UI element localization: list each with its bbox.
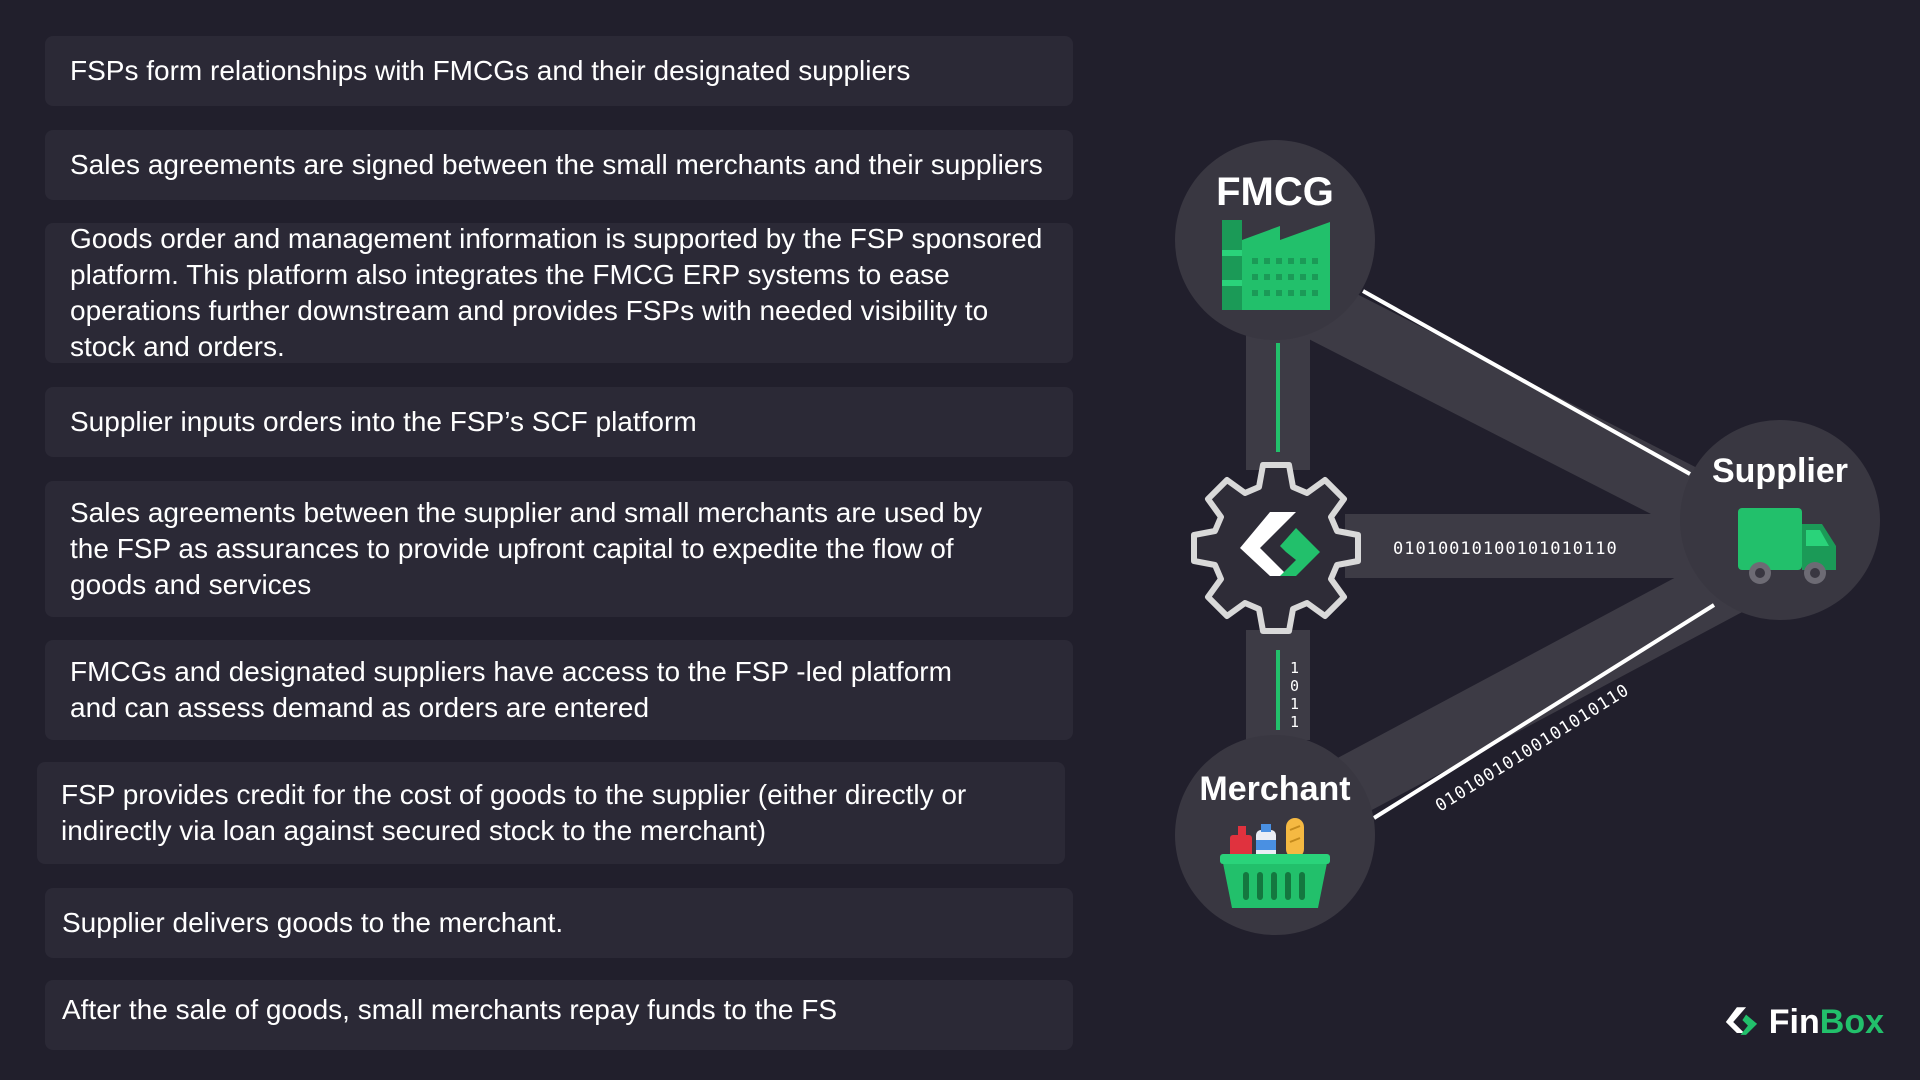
node-fmcg-label: FMCG (1216, 170, 1334, 214)
step-text: Sales agreements are signed between the … (70, 149, 1043, 180)
grocery-basket-icon (1220, 818, 1330, 908)
step-text: Supplier delivers goods to the merchant. (62, 907, 564, 938)
brand-name: FinBox (1769, 1003, 1884, 1042)
step-text: Sales agreements between the supplier an… (70, 497, 983, 600)
delivery-truck-icon (1738, 508, 1836, 584)
step-card: FMCGs and designated suppliers have acce… (45, 640, 1073, 740)
binary-hub-merchant: 1 0 1 1 (1290, 659, 1300, 731)
factory-icon (1222, 220, 1330, 310)
step-card: After the sale of goods, small merchants… (45, 980, 1073, 1050)
flow-line-merchant-supplier (1372, 603, 1716, 820)
step-card: Sales agreements between the supplier an… (45, 481, 1073, 617)
connector-hub-supplier (1345, 514, 1745, 578)
node-merchant-label: Merchant (1199, 770, 1350, 808)
step-text: FMCGs and designated suppliers have acce… (70, 656, 952, 723)
step-text: Supplier inputs orders into the FSP’s SC… (70, 406, 697, 437)
step-card: Sales agreements are signed between the … (45, 130, 1073, 200)
binary-digit: 0 (1290, 677, 1300, 695)
node-fmcg: FMCG (1175, 140, 1375, 340)
connector-merchant-supplier (1263, 534, 1785, 853)
step-text: FSPs form relationships with FMCGs and t… (70, 55, 911, 86)
binary-hub-supplier: 01010010100101010110 (1393, 539, 1618, 559)
node-merchant: Merchant (1175, 735, 1375, 935)
node-supplier-label: Supplier (1712, 452, 1848, 490)
step-card: Goods order and management information i… (45, 223, 1073, 363)
brand-box: Box (1819, 1002, 1884, 1041)
step-card: FSPs form relationships with FMCGs and t… (45, 36, 1073, 106)
brand-fin: Fin (1768, 1002, 1820, 1041)
gear-logo-icon (1191, 462, 1361, 634)
step-text: After the sale of goods, small merchants… (62, 994, 838, 1025)
step-card: Supplier inputs orders into the FSP’s SC… (45, 387, 1073, 457)
step-card: Supplier delivers goods to the merchant. (45, 888, 1073, 958)
finbox-logo-icon (1725, 1007, 1758, 1035)
binary-digit: 1 (1290, 659, 1300, 677)
step-text: Goods order and management information i… (70, 223, 1043, 362)
binary-digit: 1 (1290, 695, 1300, 713)
node-supplier: Supplier (1680, 420, 1880, 620)
finbox-mark (1240, 512, 1320, 576)
binary-digit: 1 (1290, 713, 1300, 731)
flow-line-fmcg-supplier (1362, 289, 1691, 476)
connectors (1246, 259, 1785, 853)
finbox-logo: FinBox (1724, 998, 1884, 1046)
step-text: FSP provides credit for the cost of good… (61, 779, 967, 846)
step-card: FSP provides credit for the cost of good… (37, 762, 1065, 864)
